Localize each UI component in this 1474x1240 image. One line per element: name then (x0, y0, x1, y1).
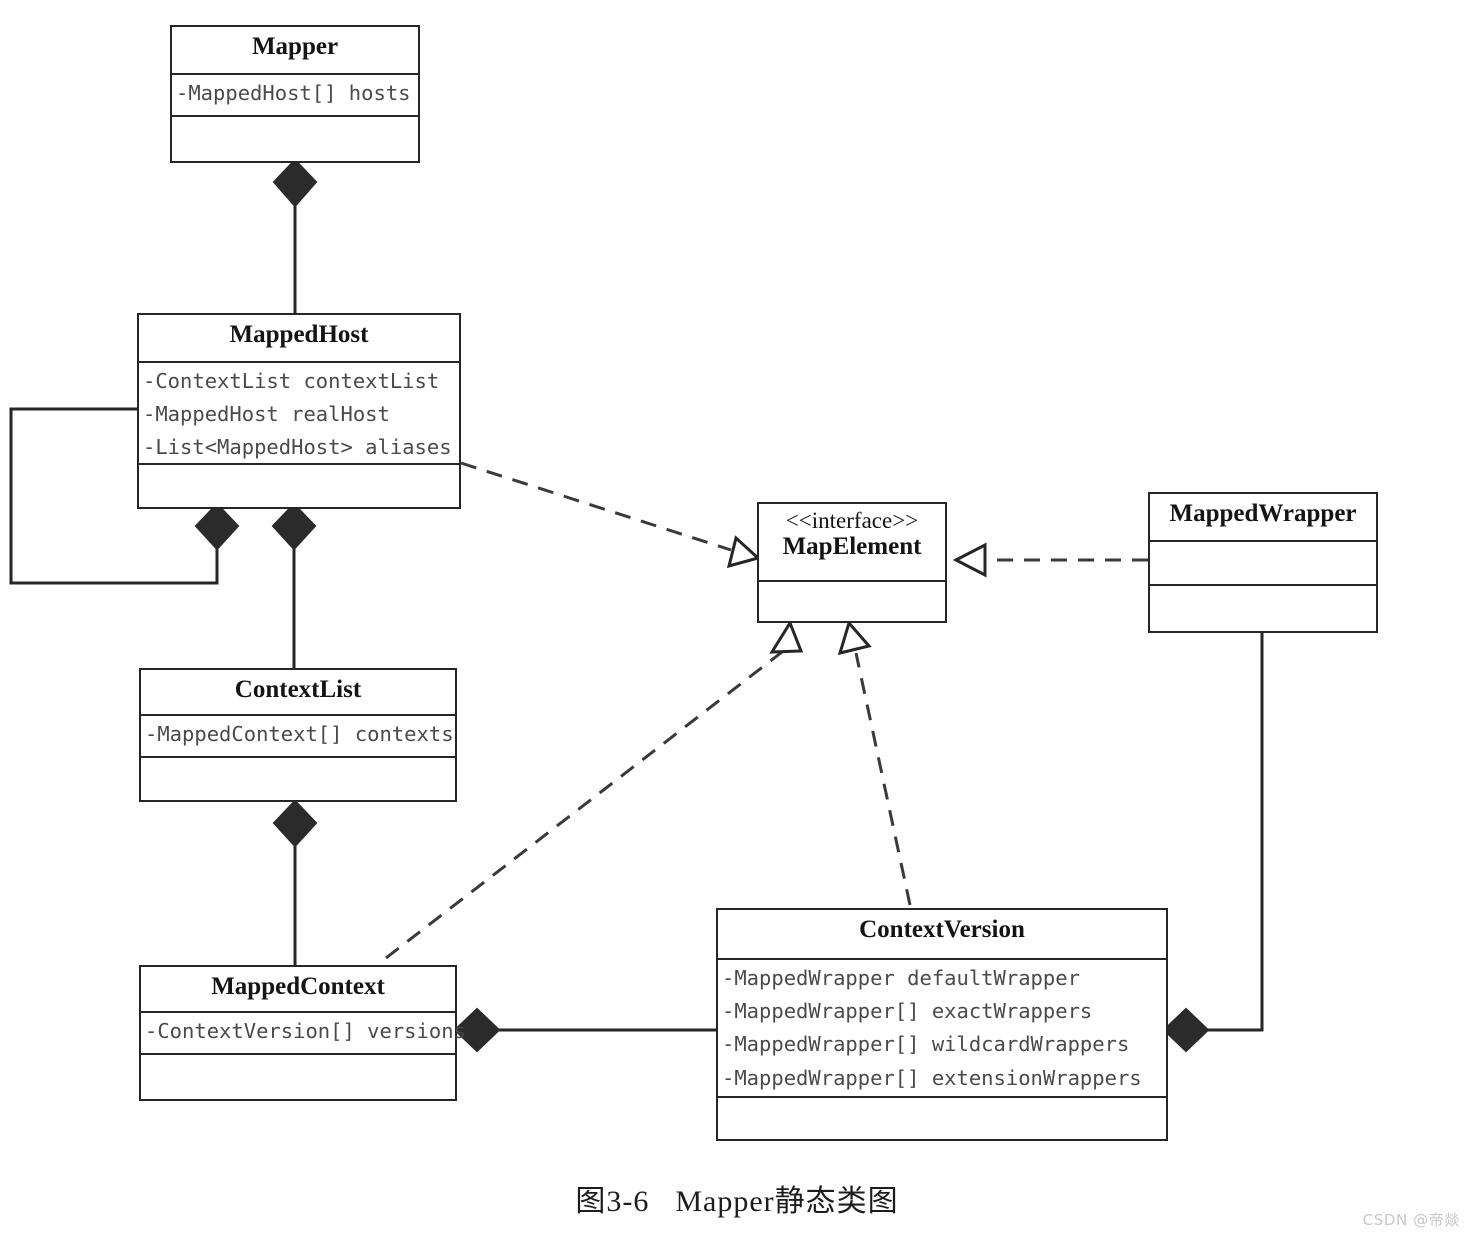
attribute-row: -MappedContext[] contexts (145, 722, 454, 746)
class-attributes-mapper: -MappedHost[] hosts (172, 75, 418, 117)
class-name-contextversion: ContextVersion (718, 910, 1166, 960)
class-attributes-mappedcontext: -ContextVersion[] versions (141, 1013, 466, 1055)
interface-stereotype-label: <<interface>> (785, 508, 919, 533)
class-box-mapelement[interactable]: <<interface>> MapElement (757, 502, 947, 623)
edge-mapper-composes-mappedhost (272, 158, 318, 313)
class-operations-mappedhost (139, 465, 459, 469)
attribute-row: -ContextVersion[] versions (145, 1019, 466, 1043)
class-box-mappedwrapper[interactable]: MappedWrapper (1148, 492, 1378, 633)
class-name-mappedcontext: MappedContext (141, 967, 455, 1013)
class-box-contextlist[interactable]: ContextList -MappedContext[] contexts (139, 668, 457, 802)
class-box-contextversion[interactable]: ContextVersion -MappedWrapper defaultWra… (716, 908, 1168, 1141)
attribute-row: -MappedHost realHost (143, 402, 390, 427)
edge-mappedhost-composes-contextlist (271, 502, 317, 668)
class-name-mappedwrapper: MappedWrapper (1150, 494, 1376, 542)
edge-mappedcontext-composes-contextversion (453, 1007, 716, 1053)
class-operations-mappedwrapper (1150, 586, 1376, 590)
attribute-row: -MappedWrapper[] extensionWrappers (722, 1065, 1142, 1090)
class-attributes-contextversion: -MappedWrapper defaultWrapper -MappedWra… (718, 960, 1166, 1098)
class-operations-mapelement (759, 582, 945, 586)
class-box-mapper[interactable]: Mapper -MappedHost[] hosts (170, 25, 420, 163)
class-name-contextlist: ContextList (141, 670, 455, 716)
class-name-mapper: Mapper (172, 27, 418, 75)
class-attributes-mappedhost: -ContextList contextList -MappedHost rea… (139, 363, 459, 465)
class-operations-contextlist (141, 758, 455, 762)
attribute-row: -MappedHost[] hosts (176, 81, 411, 105)
csdn-watermark: CSDN @帝燚 (1362, 1211, 1460, 1229)
class-name-mapelement: <<interface>> MapElement (759, 504, 945, 582)
edge-mappedwrapper-realizes-mapelement (952, 542, 1148, 578)
attribute-row: -MappedWrapper defaultWrapper (722, 966, 1080, 990)
attribute-row: -List<MappedHost> aliases (143, 435, 452, 460)
edge-contextlist-composes-mappedcontext (272, 799, 318, 965)
class-box-mappedhost[interactable]: MappedHost -ContextList contextList -Map… (137, 313, 461, 509)
edge-contextversion-realizes-mapelement (837, 619, 912, 906)
class-operations-mapper (172, 117, 418, 121)
edge-mappedhost-realizes-mapelement (460, 461, 762, 569)
figure-number: 图3-6 (575, 1185, 650, 1218)
edge-contextversion-composes-mappedwrapper (1162, 633, 1264, 1053)
class-attributes-mappedwrapper (1150, 542, 1376, 586)
attribute-row: -MappedWrapper[] wildcardWrappers (722, 1032, 1130, 1057)
class-operations-mappedcontext (141, 1055, 455, 1059)
figure-caption: 图3-6 Mapper静态类图 (0, 1176, 1474, 1220)
interface-name-label: MapElement (782, 533, 922, 561)
class-box-mappedcontext[interactable]: MappedContext -ContextVersion[] versions (139, 965, 466, 1101)
attribute-row: -ContextList contextList (143, 369, 440, 393)
figure-title: Mapper静态类图 (675, 1185, 899, 1218)
class-attributes-contextlist: -MappedContext[] contexts (141, 716, 455, 758)
class-operations-contextversion (718, 1098, 1166, 1102)
attribute-row: -MappedWrapper[] exactWrappers (722, 999, 1093, 1024)
class-name-mappedhost: MappedHost (139, 315, 459, 363)
